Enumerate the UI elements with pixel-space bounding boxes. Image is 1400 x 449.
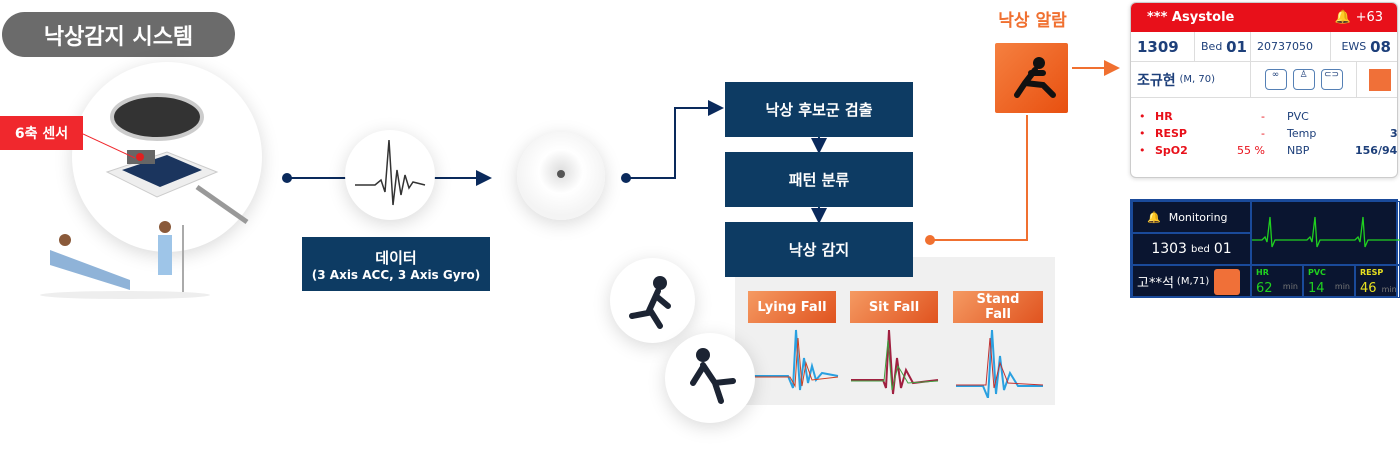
monitor-resp-unit: min xyxy=(1381,285,1397,294)
fall-type-stand: Stand Fall xyxy=(953,291,1043,323)
vital-hr-value: - xyxy=(1261,110,1265,123)
vital-temp-label: Temp xyxy=(1287,127,1317,140)
sit-fall-waveform xyxy=(851,329,939,395)
monitor-resp-label: RESP xyxy=(1360,268,1384,277)
vital-pvc-label: PVC xyxy=(1287,110,1309,123)
fall-status-icon xyxy=(1369,68,1391,91)
monitor-bed: 01 xyxy=(1213,241,1232,257)
vital-spo2-value: 55 % xyxy=(1237,144,1265,157)
step-candidate-detection: 낙상 후보군 검출 xyxy=(725,82,913,137)
vital-resp-value: - xyxy=(1261,127,1265,140)
fall-alarm-label: 낙상 알람 xyxy=(998,11,1067,31)
monitor-patient-info: (M,71) xyxy=(1176,276,1210,287)
monitor-pvc-label: PVC xyxy=(1308,268,1326,277)
monitor-hr-value: 62 xyxy=(1256,281,1273,296)
patient-info: (M, 70) xyxy=(1179,74,1215,85)
bell-icon: 🔔 xyxy=(1334,10,1352,25)
fall-alarm-icon xyxy=(995,43,1068,113)
waveform-circle xyxy=(345,130,435,220)
data-title: 데이터 xyxy=(375,248,417,267)
fall-person-circle-1 xyxy=(610,258,695,343)
patient-illustration xyxy=(40,221,210,299)
step-pattern-classification: 패턴 분류 xyxy=(725,152,913,207)
data-subtitle: (3 Axis ACC, 3 Axis Gyro) xyxy=(311,267,481,282)
fall-person-circle-2 xyxy=(665,333,755,423)
patient-name: 조규현 xyxy=(1137,72,1176,89)
alarm-count: +63 xyxy=(1355,10,1383,25)
monitor-status: Monitoring xyxy=(1168,210,1228,224)
vital-resp-label: RESP xyxy=(1155,127,1187,140)
bed-label: Bed xyxy=(1201,40,1223,53)
vital-hr-label: HR xyxy=(1155,110,1173,123)
monitor-bed-label: bed xyxy=(1190,243,1210,255)
bell-icon: 🔔 xyxy=(1147,210,1161,224)
fall-type-lying: Lying Fall xyxy=(748,291,836,323)
monitor-pvc-value: 14 xyxy=(1308,281,1325,296)
ecg-waveform xyxy=(1252,216,1400,248)
patient-alert-card[interactable]: *** Asystole 🔔 +63 1309 Bed 01 20737050 … xyxy=(1130,2,1398,178)
slipping-person-icon xyxy=(629,276,671,329)
fall-waveforms xyxy=(753,329,1044,398)
fall-status-icon xyxy=(1214,268,1241,295)
gateway-device xyxy=(517,132,605,220)
room-number: 1309 xyxy=(1131,32,1195,61)
lying-fall-waveform xyxy=(753,329,839,391)
monitor-hr-label: HR xyxy=(1256,268,1269,277)
system-title: 낙상감지 시스템 xyxy=(2,12,235,57)
sensor-label: 6축 센서 xyxy=(0,116,83,150)
vital-nbp-label: NBP xyxy=(1287,144,1310,157)
monitor-hr-unit: min xyxy=(1282,282,1298,291)
vital-pvc-value: 0 xyxy=(1355,110,1397,123)
vital-nbp-value: 156/94(88) xyxy=(1355,144,1398,157)
monitor-pvc-unit: min xyxy=(1334,282,1350,291)
monitor-patient-name: 고**석 xyxy=(1137,276,1174,291)
stand-fall-waveform xyxy=(956,329,1044,398)
step-fall-detection: 낙상 감지 xyxy=(725,222,913,277)
data-box: 데이터 (3 Axis ACC, 3 Axis Gyro) xyxy=(302,237,490,291)
flow-connectors xyxy=(282,60,1120,245)
sensor-illustration xyxy=(72,62,262,252)
fall-type-sit: Sit Fall xyxy=(850,291,938,323)
sensor-status-icon[interactable]: ∞ xyxy=(1264,69,1287,90)
alarm-text: *** Asystole xyxy=(1147,10,1235,25)
waveform-icon xyxy=(355,139,426,206)
ews-label: EWS xyxy=(1341,40,1367,53)
patient-id: 20737050 xyxy=(1251,32,1331,61)
bed-number: 01 xyxy=(1226,37,1247,56)
monitor-room: 1303 xyxy=(1151,241,1187,257)
sensor-pointer xyxy=(83,133,136,159)
ews-score: 08 xyxy=(1370,37,1391,56)
sensor-device-icon xyxy=(105,93,249,225)
posture-status-icon[interactable]: ♙ xyxy=(1292,69,1315,90)
vital-spo2-label: SpO2 xyxy=(1155,144,1188,157)
vital-temp-value: 37 °C xyxy=(1389,127,1398,140)
monitor-resp-value: 46 xyxy=(1360,281,1377,296)
tripping-person-icon xyxy=(690,348,736,404)
battery-status-icon[interactable]: ⊂⊃ xyxy=(1320,69,1343,90)
